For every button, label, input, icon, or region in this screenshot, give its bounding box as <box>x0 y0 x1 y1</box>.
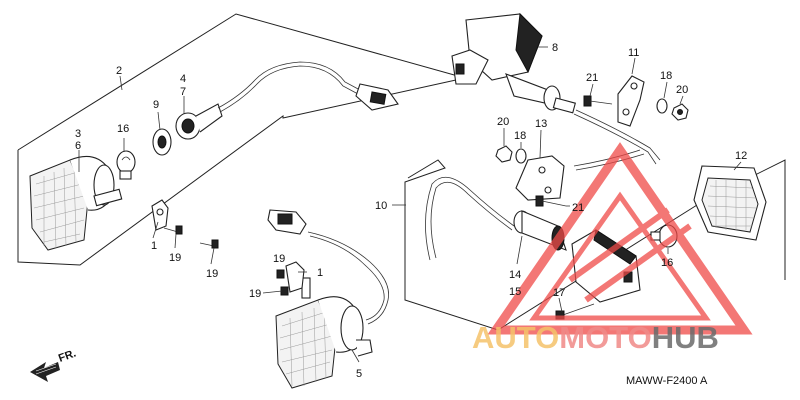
socket-7 <box>175 103 223 140</box>
bolt-21-top <box>583 95 613 107</box>
callout-11: 11 <box>628 47 639 59</box>
callout-12: 12 <box>735 150 747 162</box>
callout-8: 8 <box>552 42 558 54</box>
drawing-code: MAWW-F2400 A <box>626 375 708 387</box>
nut-20-mid <box>495 145 513 163</box>
callout-14: 14 <box>509 269 521 281</box>
bolt-21-mid <box>535 195 567 207</box>
washer-18-mid <box>515 148 527 164</box>
bracket-13 <box>515 155 565 201</box>
watermark-brand-a: AUTO <box>472 320 559 355</box>
callout-20-top: 20 <box>676 84 688 96</box>
callout-19-d: 19 <box>249 288 261 300</box>
callout-1-left: 1 <box>151 240 157 252</box>
harness-wire-bottom <box>307 231 389 325</box>
callout-labels: 1 1 2 3 4 5 6 7 8 9 10 11 12 13 14 15 16… <box>75 42 747 380</box>
screw-19-a <box>163 225 183 235</box>
callout-16-right: 16 <box>661 257 673 269</box>
connector-left <box>355 83 399 111</box>
left-winker-assembly <box>29 155 123 251</box>
connector-bottom <box>267 209 307 235</box>
callout-6: 6 <box>75 140 81 152</box>
callout-19-c: 19 <box>273 253 285 265</box>
watermark-brand-c: HUB <box>652 320 719 355</box>
screw-19-b <box>199 239 219 249</box>
arrow-left-icon <box>30 362 60 382</box>
callout-16-left: 16 <box>117 123 129 135</box>
front-marker: FR. <box>57 347 78 364</box>
callout-1-bottom: 1 <box>317 267 323 279</box>
callout-2: 2 <box>116 65 122 77</box>
screw-19-d <box>280 286 289 296</box>
callout-7: 7 <box>180 86 186 98</box>
left-bulb <box>116 150 136 180</box>
front-winker-assembly <box>451 12 576 114</box>
callout-3: 3 <box>75 128 81 140</box>
callout-19-a: 19 <box>169 252 181 264</box>
watermark-logo <box>487 142 753 335</box>
harness-wire-top <box>575 109 661 161</box>
callout-21-top: 21 <box>586 72 598 84</box>
callout-5: 5 <box>356 368 362 380</box>
callout-18-top: 18 <box>660 70 672 82</box>
callout-18-mid: 18 <box>514 130 526 142</box>
washer-18-top <box>656 98 668 114</box>
nut-20-top <box>671 103 689 121</box>
group-frame-right-box <box>404 159 786 331</box>
callout-9: 9 <box>153 99 159 111</box>
group-frame-left <box>17 13 466 266</box>
harness-wire-right <box>425 176 515 261</box>
bracket-1-bottom <box>285 261 305 293</box>
rear-winker-assembly <box>275 277 373 389</box>
callout-13: 13 <box>535 118 547 130</box>
washer-9 <box>152 128 172 156</box>
watermark-text: AUTOMOTOHUB <box>472 320 719 355</box>
callout-10: 10 <box>375 200 387 212</box>
callout-19-b: 19 <box>206 268 218 280</box>
leader-lines <box>78 46 742 363</box>
watermark-brand-b: MOTO <box>559 320 651 355</box>
callout-17: 17 <box>553 287 565 299</box>
lens-12 <box>693 165 767 241</box>
callout-4: 4 <box>180 73 186 85</box>
callout-20-mid: 20 <box>497 116 509 128</box>
screw-19-c <box>276 269 285 279</box>
bracket-1-left <box>151 199 169 231</box>
callout-21-mid: 21 <box>572 202 584 214</box>
callout-15: 15 <box>509 286 521 298</box>
bracket-11 <box>617 75 645 127</box>
harness-wire-left <box>217 61 361 109</box>
